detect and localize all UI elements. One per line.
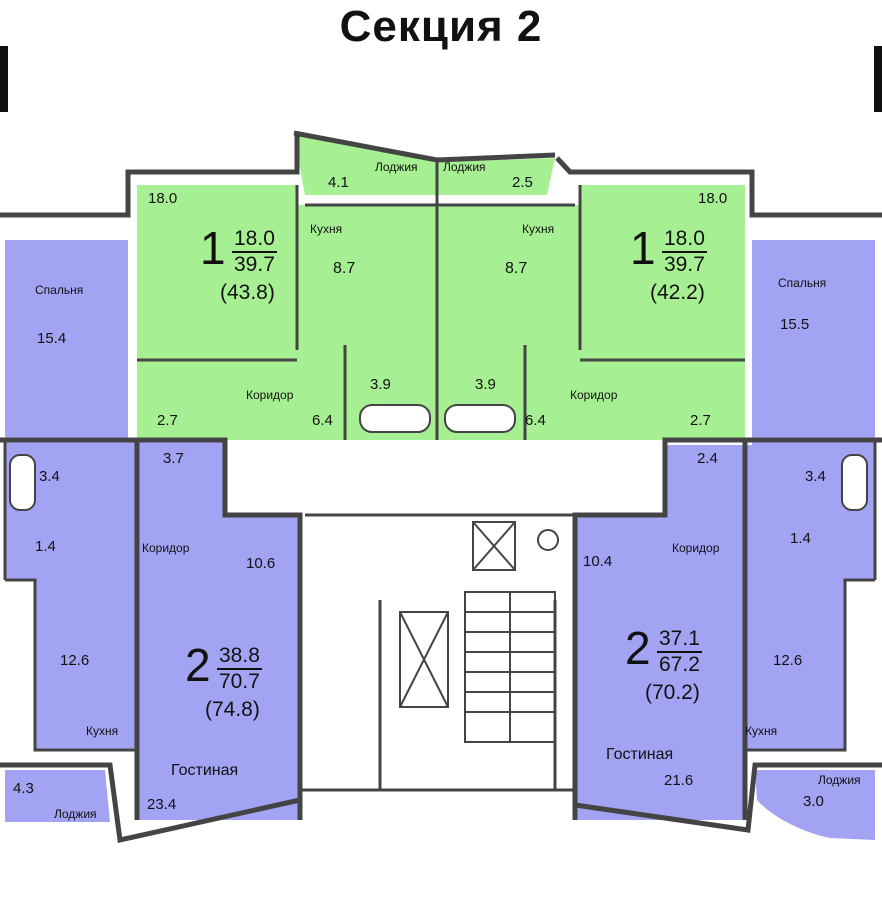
apt1-right-kitchen-fill	[437, 205, 575, 345]
room-area-label: 10.4	[583, 553, 613, 570]
room-area-label: 21.6	[664, 772, 694, 789]
room-name-label: Кухня	[745, 724, 778, 738]
area-fraction: 18.0 39.7	[662, 227, 707, 277]
room-count: 2	[185, 639, 211, 691]
room-fills	[5, 135, 875, 840]
room-area-label: 2.7	[157, 412, 178, 429]
area-fraction: 18.0 39.7	[232, 227, 277, 277]
left-edge-mark	[0, 46, 8, 112]
room-area-label: 15.5	[780, 316, 810, 333]
room-area-label: 6.4	[525, 412, 546, 429]
inner-walls	[3, 160, 877, 792]
area-fraction: 37.1 67.2	[657, 627, 702, 677]
room-count: 1	[200, 222, 226, 274]
living-area: 37.1	[657, 627, 702, 653]
full-area: (70.2)	[645, 681, 700, 704]
apt1-left-loggia-fill	[294, 135, 437, 195]
room-name-label: Лоджия	[443, 160, 486, 174]
room-name-label: Коридор	[672, 541, 720, 555]
section-title: Секция 2	[339, 2, 543, 51]
apt2-right-fill	[575, 240, 875, 820]
walls	[0, 130, 882, 844]
room-name-label: Кухня	[310, 222, 343, 236]
room-area-label: 4.1	[328, 174, 349, 191]
room-name-label: Гостиная	[606, 746, 674, 763]
room-area-label: 2.7	[690, 412, 711, 429]
room-area-label: 2.5	[512, 174, 533, 191]
room-name-label: Кухня	[86, 724, 119, 738]
room-name-label: Кухня	[522, 222, 555, 236]
room-area-label: 15.4	[37, 330, 67, 347]
living-area: 18.0	[662, 227, 707, 253]
room-area-label: 10.6	[246, 555, 276, 572]
full-area: (42.2)	[650, 281, 705, 304]
right-edge-mark	[874, 46, 882, 112]
room-area-label: 6.4	[312, 412, 333, 429]
room-name-label: Коридор	[142, 541, 190, 555]
full-area: (43.8)	[220, 281, 275, 304]
room-area-label: 2.4	[697, 450, 718, 467]
room-area-label: 1.4	[790, 530, 811, 547]
room-name-label: Гостиная	[171, 762, 239, 779]
room-area-label: 23.4	[147, 796, 177, 813]
room-name-label: Лоджия	[375, 160, 418, 174]
living-area: 38.8	[217, 644, 262, 670]
total-area: 39.7	[664, 253, 705, 276]
room-name-label: Коридор	[246, 388, 294, 402]
living-area: 18.0	[232, 227, 277, 253]
total-area: 70.7	[219, 670, 260, 693]
room-name-label: Спальня	[35, 283, 84, 297]
room-area-label: 8.7	[333, 260, 356, 277]
room-count: 1	[630, 222, 656, 274]
apt2-left-fill	[5, 240, 300, 820]
room-area-label: 3.0	[803, 793, 824, 810]
total-area: 67.2	[659, 653, 700, 676]
room-area-label: 18.0	[148, 190, 178, 207]
apt2-right-loggia-fill	[755, 770, 875, 840]
room-area-label: 18.0	[698, 190, 728, 207]
room-area-label: 3.4	[805, 468, 826, 485]
room-count: 2	[625, 622, 651, 674]
apt1-left-fill	[137, 185, 360, 440]
total-area: 39.7	[234, 253, 275, 276]
room-area-label: 1.4	[35, 538, 56, 555]
apt1-left-kitchen-fill	[305, 205, 437, 345]
room-area-label: 3.4	[39, 468, 60, 485]
room-area-label: 3.9	[370, 376, 391, 393]
room-name-label: Лоджия	[818, 773, 861, 787]
room-area-label: 8.7	[505, 260, 528, 277]
room-area-label: 4.3	[13, 780, 34, 797]
bathtubs	[9, 404, 868, 511]
room-area-label: 12.6	[773, 652, 803, 669]
room-area-label: 3.7	[163, 450, 184, 467]
stair-and-lift	[399, 521, 559, 743]
room-name-label: Спальня	[778, 276, 827, 290]
apt2-left-loggia-fill	[5, 770, 110, 822]
room-area-label: 3.9	[475, 376, 496, 393]
apt1-right-fill	[520, 185, 745, 440]
apt1-right-loggia-fill	[437, 158, 555, 195]
room-name-label: Лоджия	[54, 807, 97, 821]
full-area: (74.8)	[205, 698, 260, 721]
area-fraction: 38.8 70.7	[217, 644, 262, 694]
room-name-label: Коридор	[570, 388, 618, 402]
room-area-label: 12.6	[60, 652, 90, 669]
